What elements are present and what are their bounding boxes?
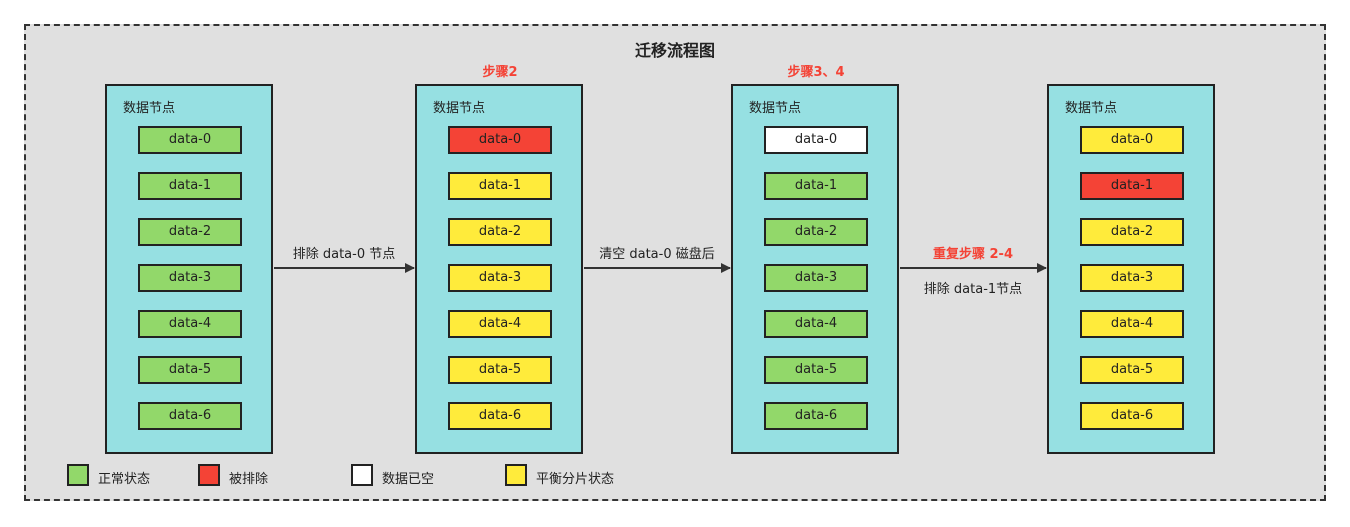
shard-data-4: data-4 xyxy=(138,310,242,338)
shard-data-2: data-2 xyxy=(448,218,552,246)
shard-data-5: data-5 xyxy=(1080,356,1184,384)
node-label: 数据节点 xyxy=(749,101,802,116)
node-label: 数据节点 xyxy=(1065,101,1118,116)
legend-swatch xyxy=(505,464,527,486)
shard-data-3: data-3 xyxy=(138,264,242,292)
shard-data-5: data-5 xyxy=(764,356,868,384)
shard-data-0: data-0 xyxy=(448,126,552,154)
data-node-2: 数据节点 data-0 data-1 data-2 data-3 data-4 data-5… xyxy=(415,84,583,454)
shard-data-4: data-4 xyxy=(448,310,552,338)
shard-data-6: data-6 xyxy=(764,402,868,430)
legend-label: 被排除 xyxy=(229,472,269,487)
shard-data-4: data-4 xyxy=(1080,310,1184,338)
shard-data-6: data-6 xyxy=(448,402,552,430)
data-node-4: 数据节点 data-0 data-1 data-2 data-3 data-4 data-5… xyxy=(1047,84,1215,454)
shard-data-6: data-6 xyxy=(1080,402,1184,430)
shard-data-3: data-3 xyxy=(448,264,552,292)
shard-data-0: data-0 xyxy=(138,126,242,154)
edge-sublabel-3: 排除 data-1节点 xyxy=(923,282,1023,297)
shard-data-2: data-2 xyxy=(138,218,242,246)
edge-label-1: 排除 data-0 节点 xyxy=(292,247,396,262)
diagram-title: 迁移流程图 xyxy=(634,41,715,60)
shard-data-5: data-5 xyxy=(138,356,242,384)
node-label: 数据节点 xyxy=(433,101,486,116)
step-label-2: 步骤2 xyxy=(482,65,518,80)
edge-label-2: 清空 data-0 磁盘后 xyxy=(599,247,715,262)
shard-data-4: data-4 xyxy=(764,310,868,338)
legend-swatch xyxy=(198,464,220,486)
shard-data-3: data-3 xyxy=(764,264,868,292)
shard-data-1: data-1 xyxy=(448,172,552,200)
shard-data-1: data-1 xyxy=(764,172,868,200)
shard-data-6: data-6 xyxy=(138,402,242,430)
shard-data-3: data-3 xyxy=(1080,264,1184,292)
shard-data-1: data-1 xyxy=(1080,172,1184,200)
shard-data-1: data-1 xyxy=(138,172,242,200)
shard-data-0: data-0 xyxy=(1080,126,1184,154)
data-node-1: 数据节点 data-0 data-1 data-2 data-3 data-4 data-5… xyxy=(105,84,273,454)
shard-data-5: data-5 xyxy=(448,356,552,384)
legend-swatch xyxy=(351,464,373,486)
legend-label: 数据已空 xyxy=(382,472,435,487)
shard-data-2: data-2 xyxy=(764,218,868,246)
legend-label: 平衡分片状态 xyxy=(536,472,615,487)
legend-swatch xyxy=(67,464,89,486)
edge-label-3: 重复步骤 2-4 xyxy=(932,247,1013,262)
shard-data-2: data-2 xyxy=(1080,218,1184,246)
legend-label: 正常状态 xyxy=(98,472,151,487)
shard-data-0: data-0 xyxy=(764,126,868,154)
step-label-3: 步骤3、4 xyxy=(787,65,845,80)
data-node-3: 数据节点 data-0 data-1 data-2 data-3 data-4 data-5… xyxy=(731,84,899,454)
node-label: 数据节点 xyxy=(123,101,176,116)
